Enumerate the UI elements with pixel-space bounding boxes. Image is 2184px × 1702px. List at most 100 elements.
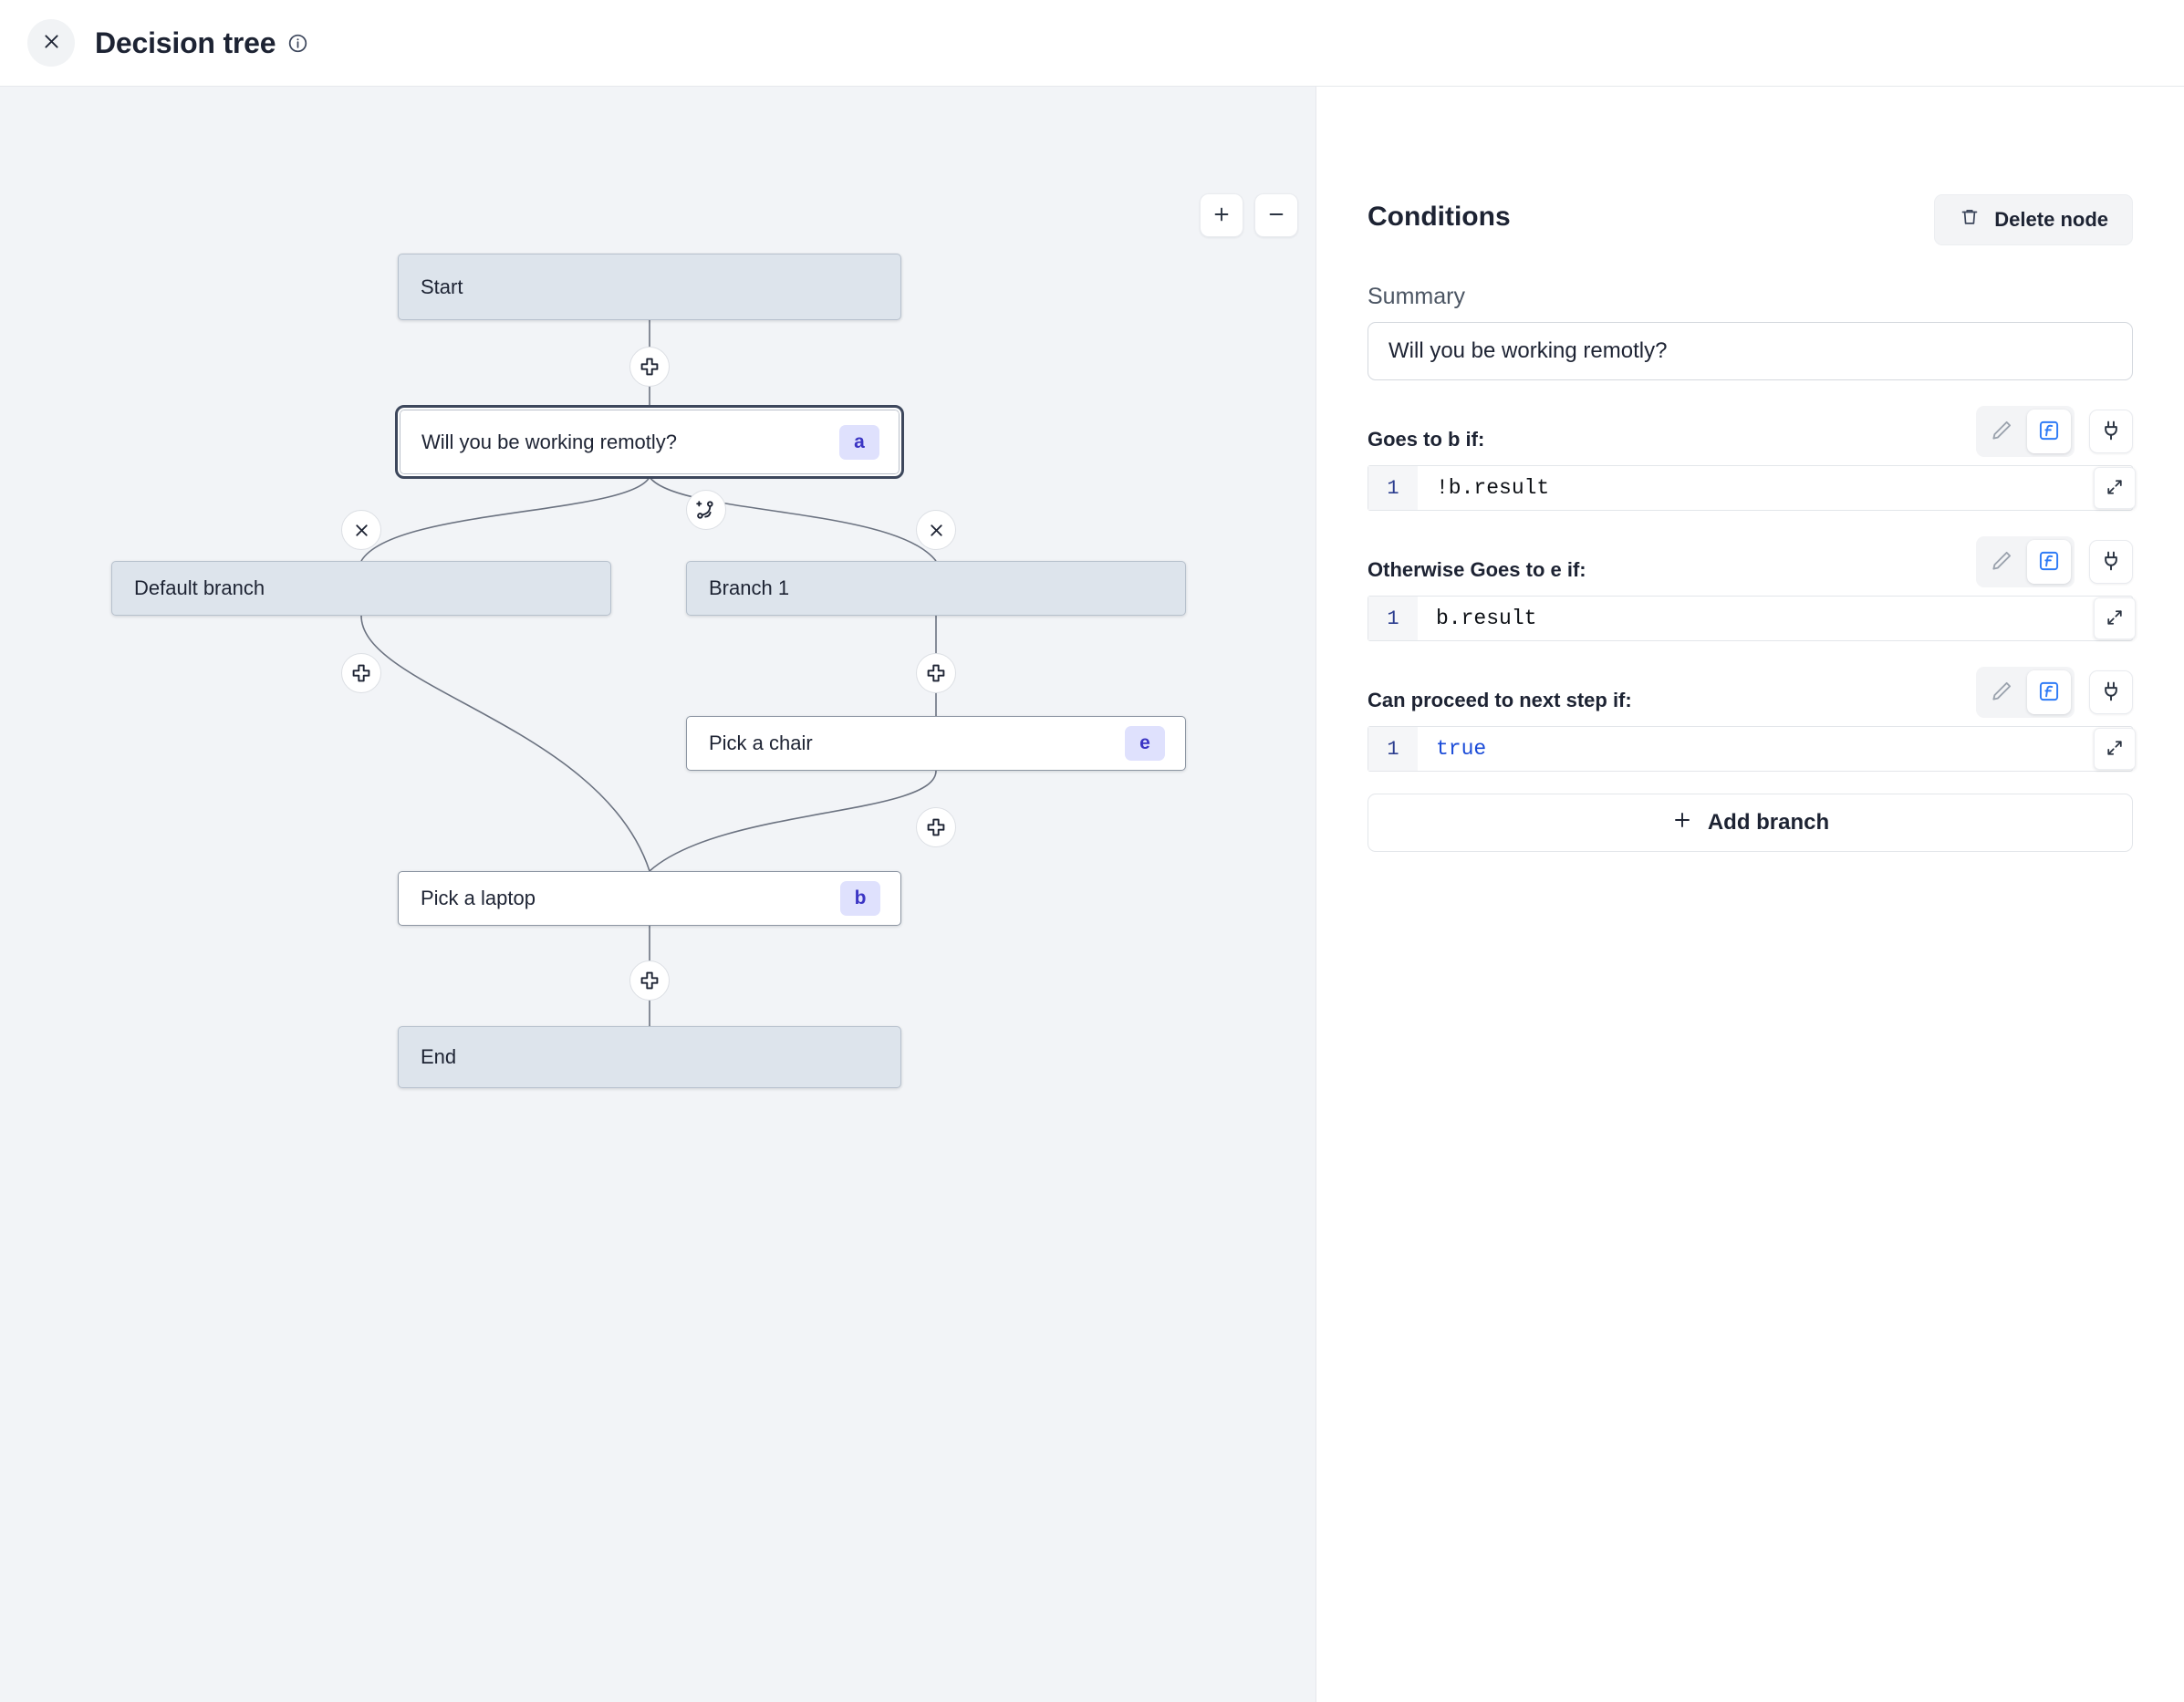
code-editor[interactable]: 1 true: [1368, 726, 2136, 772]
flow-canvas[interactable]: Start Will you be working remotly? a: [0, 87, 1316, 1702]
zoom-out-button[interactable]: [1254, 193, 1298, 237]
condition-header: Can proceed to next step if:: [1368, 665, 2133, 718]
pencil-icon: [1990, 549, 2013, 576]
close-icon: [927, 521, 946, 540]
condition-title: Otherwise Goes to e if:: [1368, 558, 1586, 581]
line-number: 1: [1368, 597, 1418, 640]
pencil-mode-button[interactable]: [1980, 540, 2023, 584]
page-title: Decision tree: [95, 26, 276, 59]
node-label: Default branch: [134, 576, 265, 599]
code-line[interactable]: true: [1436, 737, 1487, 761]
node-end[interactable]: End: [398, 1026, 901, 1088]
insert-node-handle-laptop[interactable]: [629, 960, 670, 1001]
connect-plug-button[interactable]: [2089, 540, 2133, 584]
node-badge: b: [840, 881, 880, 916]
function-mode-button[interactable]: [2027, 670, 2071, 714]
plug-icon: [2099, 680, 2123, 706]
expand-diagonal-icon: [2105, 477, 2125, 500]
plus-cross-icon: [925, 816, 947, 838]
condition-header: Goes to b if:: [1368, 404, 2133, 457]
editor-mode-toggle: [1976, 536, 2075, 587]
node-condition-a[interactable]: Will you be working remotly? a: [395, 405, 904, 479]
zoom-in-button[interactable]: [1200, 193, 1243, 237]
app-header: Decision tree: [0, 0, 2184, 87]
insert-node-handle-start-to-a[interactable]: [629, 347, 670, 387]
function-mode-button[interactable]: [2027, 540, 2071, 584]
summary-label: Summary: [1368, 284, 1465, 309]
condition-header: Otherwise Goes to e if:: [1368, 534, 2133, 587]
plus-icon: [1671, 809, 1693, 837]
condition-title: Can proceed to next step if:: [1368, 689, 1632, 711]
node-badge: e: [1125, 726, 1165, 761]
expand-editor-button[interactable]: [2094, 467, 2136, 509]
condition-tools: [1976, 406, 2133, 457]
expand-diagonal-icon: [2105, 738, 2125, 761]
node-branch-1[interactable]: Branch 1: [686, 561, 1186, 616]
plug-icon: [2099, 549, 2123, 576]
summary-input[interactable]: [1368, 322, 2133, 380]
panel-header: Conditions Delete node: [1368, 194, 2133, 245]
close-icon: [42, 32, 61, 54]
node-label: End: [421, 1045, 457, 1068]
condition-tools: [1976, 536, 2133, 587]
code-editor[interactable]: 1 b.result: [1368, 596, 2136, 641]
delete-node-button[interactable]: Delete node: [1934, 194, 2133, 245]
function-f-icon: [2037, 680, 2061, 706]
line-number: 1: [1368, 466, 1418, 510]
condition-tools: [1976, 667, 2133, 718]
summary-field: Summary: [1368, 284, 2133, 380]
close-button[interactable]: [27, 19, 75, 67]
connect-plug-button[interactable]: [2089, 410, 2133, 453]
pencil-mode-button[interactable]: [1980, 410, 2023, 453]
expand-editor-button[interactable]: [2094, 597, 2136, 639]
node-default-branch[interactable]: Default branch: [111, 561, 611, 616]
editor-mode-toggle: [1976, 406, 2075, 457]
insert-node-handle-branch1[interactable]: [916, 653, 956, 693]
node-label: Branch 1: [709, 576, 790, 599]
remove-branch-handle-default[interactable]: [341, 510, 381, 550]
node-pick-a-laptop[interactable]: Pick a laptop b: [398, 871, 901, 926]
condition-title: Goes to b if:: [1368, 428, 1485, 451]
node-label: Pick a chair: [709, 732, 813, 754]
insert-node-handle-chair[interactable]: [916, 807, 956, 847]
minus-icon: [1266, 204, 1286, 227]
pencil-icon: [1990, 680, 2013, 706]
panel-title: Conditions: [1368, 202, 1511, 232]
title-group: Decision tree: [95, 26, 308, 60]
line-number: 1: [1368, 727, 1418, 771]
function-f-icon: [2037, 419, 2061, 445]
node-pick-a-chair[interactable]: Pick a chair e: [686, 716, 1186, 771]
plug-icon: [2099, 419, 2123, 445]
node-label: Will you be working remotly?: [421, 430, 677, 453]
node-start[interactable]: Start: [398, 254, 901, 320]
function-f-icon: [2037, 549, 2061, 576]
function-mode-button[interactable]: [2027, 410, 2071, 453]
delete-node-label: Delete node: [1994, 208, 2108, 231]
remove-branch-handle-branch1[interactable]: [916, 510, 956, 550]
plus-icon: [1212, 204, 1232, 227]
condition-block-can-proceed: Can proceed to next step if:: [1368, 665, 2136, 772]
add-branch-handle[interactable]: [686, 490, 726, 530]
node-label: Start: [421, 275, 463, 298]
editor-body: Start Will you be working remotly? a: [0, 87, 2184, 1702]
add-branch-button[interactable]: Add branch: [1368, 794, 2133, 852]
expand-editor-button[interactable]: [2094, 728, 2136, 770]
condition-block-goes-to-b: Goes to b if:: [1368, 404, 2136, 511]
plus-cross-icon: [639, 970, 660, 991]
code-editor[interactable]: 1 !b.result: [1368, 465, 2136, 511]
insert-node-handle-default[interactable]: [341, 653, 381, 693]
plus-cross-icon: [350, 662, 372, 684]
plus-cross-icon: [925, 662, 947, 684]
code-line[interactable]: !b.result: [1436, 476, 1550, 500]
pencil-icon: [1990, 419, 2013, 445]
conditions-panel: Conditions Delete node Summary: [1316, 87, 2184, 1702]
node-label: Pick a laptop: [421, 887, 536, 909]
zoom-controls: [1200, 193, 1298, 237]
code-line[interactable]: b.result: [1436, 607, 1537, 630]
plus-cross-icon: [639, 356, 660, 378]
pencil-mode-button[interactable]: [1980, 670, 2023, 714]
connect-plug-button[interactable]: [2089, 670, 2133, 714]
close-icon: [352, 521, 371, 540]
node-badge: a: [839, 424, 879, 460]
info-circle-icon[interactable]: [287, 33, 308, 54]
